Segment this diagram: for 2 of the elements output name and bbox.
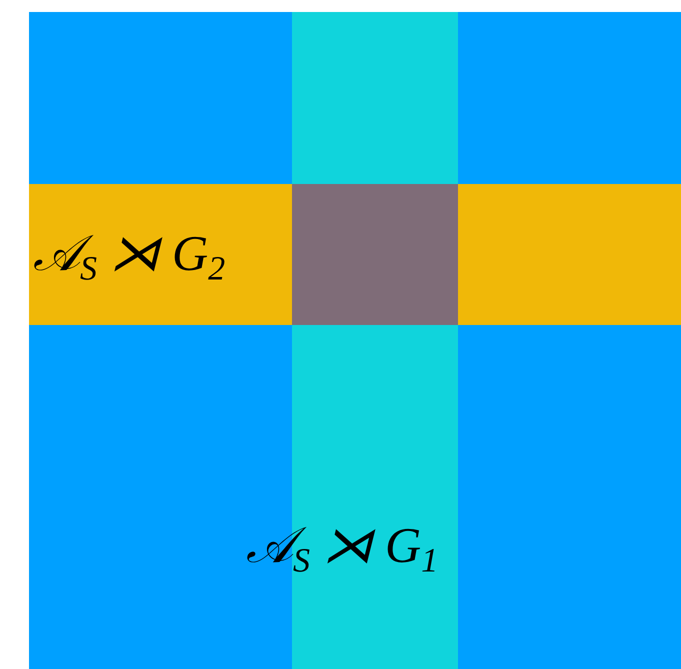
formula-label: 𝒜$_{S}$ ⋊ G$_{1}$: [246, 520, 438, 579]
formula-label: 𝒜$_{S}$ ⋊ G$_{2}$: [33, 228, 226, 287]
